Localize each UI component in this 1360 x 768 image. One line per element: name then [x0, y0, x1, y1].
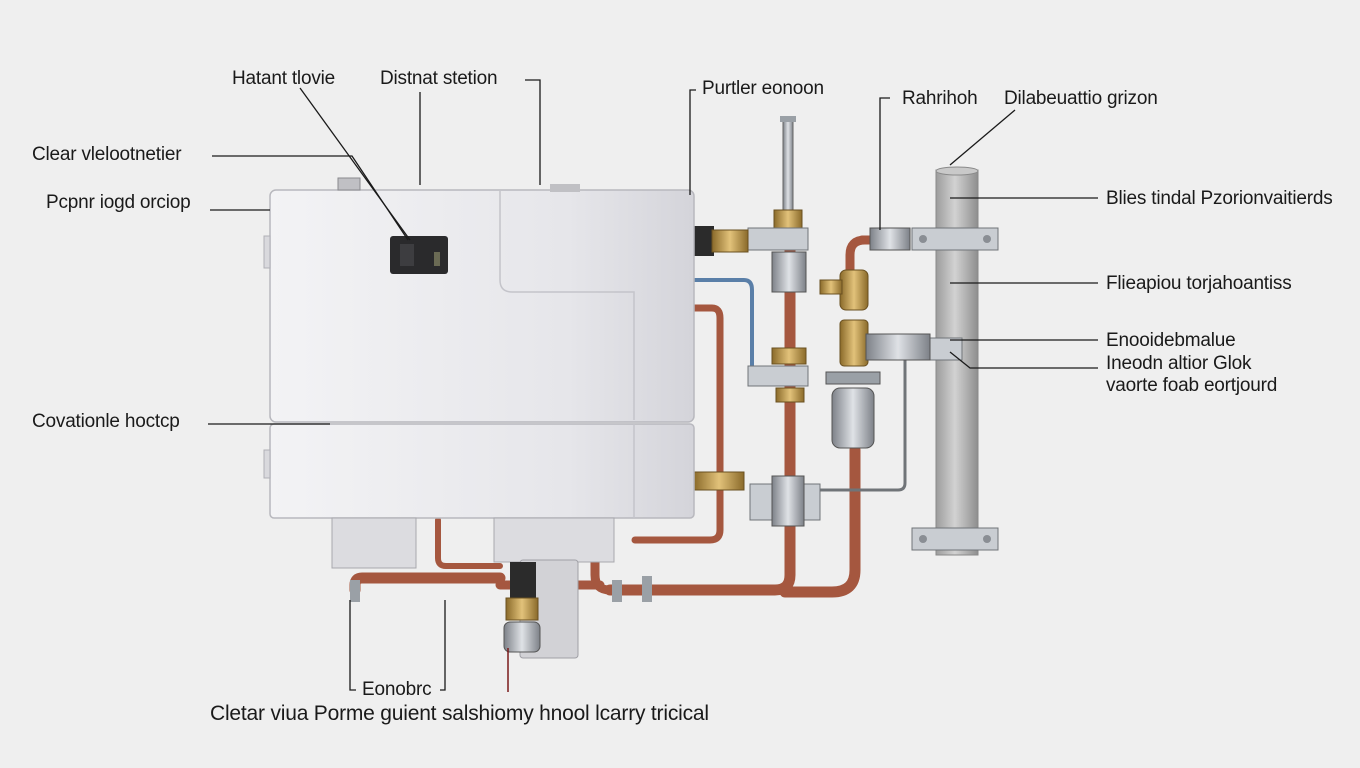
pressure-valve [825, 319, 931, 449]
lower-valve [693, 471, 821, 527]
label-blies-tindal: Blies tindal Pzorionvaitierds [1106, 188, 1333, 209]
leader-lines [208, 79, 1098, 691]
label-vaorte-foab: vaorte foab eortjourd [1106, 375, 1278, 396]
brass-fitting [747, 209, 809, 293]
diagram-caption: Cletar viua Porme guient salshiomy hnool… [210, 702, 709, 725]
label-hatant-tlovie: Hatant tlovie [232, 68, 336, 89]
label-distnat-stetion: Distnat stetion [380, 68, 498, 89]
label-pcpnr-iogd-orciop: Pcpnr iogd orciop [46, 192, 191, 213]
steel-column [935, 166, 979, 556]
lower-housing [331, 517, 615, 659]
column-clamp [911, 527, 999, 551]
label-enooidebmalue: Enooidebmalue [1106, 330, 1236, 351]
riser-fitting [747, 347, 809, 403]
label-dilabeuattio-grizon: Dilabeuattio grizon [1004, 88, 1158, 109]
label-rahrihoh: Rahrihoh [902, 88, 978, 109]
display-panel-icon [390, 236, 448, 274]
inlet-valve [694, 226, 749, 256]
bottom-pipe-clips [350, 576, 652, 602]
boiler-unit [263, 177, 695, 519]
column-clamp [911, 227, 999, 251]
label-purtler-eonoon: Purtler eonoon [702, 78, 824, 99]
label-ineodn-altior: Ineodn altior Glok [1106, 353, 1252, 374]
gate-valve [819, 227, 911, 311]
label-covationle-hoctcp: Covationle hoctcp [32, 411, 180, 432]
label-clear-vlelootnetier: Clear vlelootnetier [32, 144, 182, 165]
label-eonobrc: Eonobrc [362, 679, 432, 700]
vertical-sensor-rod [780, 116, 796, 221]
label-flieapiou: Flieapiou torjahoantiss [1106, 273, 1292, 294]
